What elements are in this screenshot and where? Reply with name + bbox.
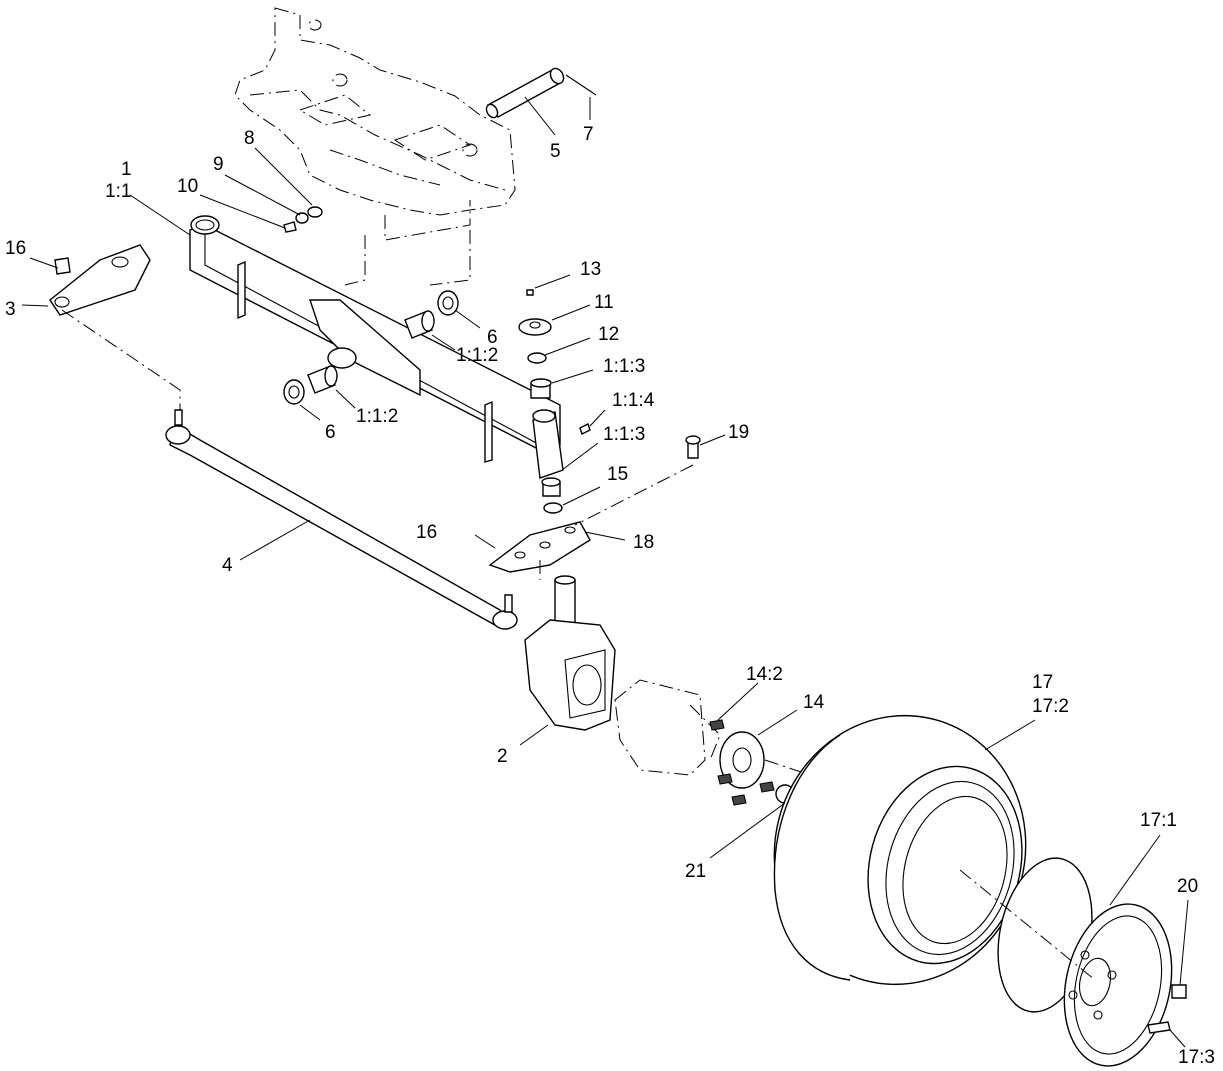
callout-9: 9	[213, 154, 224, 175]
callout-1-1-4: 1:1:4	[612, 390, 655, 411]
tire	[773, 714, 1027, 986]
callout-1: 1	[121, 159, 132, 180]
callout-20: 20	[1177, 876, 1198, 897]
callout-3: 3	[5, 299, 16, 320]
frame-ghost	[234, 7, 516, 286]
callout-1-1-3b: 1:1:3	[603, 424, 645, 445]
callout-4: 4	[222, 555, 233, 576]
leader-lines	[21, 96, 1189, 1048]
callout-17-1: 17:1	[1140, 810, 1177, 831]
callout-17-2: 17:2	[1032, 696, 1069, 717]
callout-13: 13	[580, 259, 601, 280]
callout-8: 8	[244, 128, 255, 149]
front-axle	[189, 215, 564, 479]
callout-16a: 16	[5, 238, 26, 259]
callout-16b: 16	[416, 522, 437, 543]
pivot-pin	[485, 67, 597, 119]
bushings	[283, 290, 459, 405]
callout-15: 15	[607, 464, 628, 485]
callout-1-1-3a: 1:1:3	[603, 356, 645, 377]
callout-21: 21	[685, 861, 706, 882]
callout-17: 17	[1032, 672, 1053, 693]
callout-12: 12	[598, 324, 619, 345]
callout-1-1: 1:1	[105, 181, 131, 202]
callout-17-3: 17:3	[1178, 1047, 1215, 1068]
spindle	[524, 560, 616, 731]
callout-1-1-2b: 1:1:2	[356, 406, 398, 427]
callout-6b: 6	[325, 422, 336, 443]
pitman-arm	[49, 244, 181, 410]
callout-6a: 6	[487, 327, 498, 348]
tie-rod	[165, 409, 518, 630]
callout-5: 5	[550, 141, 561, 162]
small-hardware-top	[283, 206, 323, 233]
steering-arm	[488, 435, 701, 573]
rim	[959, 857, 1187, 1067]
callout-18: 18	[633, 532, 654, 553]
callout-2: 2	[497, 746, 508, 767]
callout-14: 14	[803, 692, 825, 713]
spindle-stack	[518, 289, 591, 514]
callout-10: 10	[177, 176, 198, 197]
wheel-hub	[709, 719, 811, 806]
callout-labels: 1 1:1 8 9 10 5 7 16 3 6 1:1:2 1:1:2 6 13…	[5, 124, 1215, 1068]
wheel-motor-ghost	[614, 679, 721, 776]
callout-19: 19	[728, 422, 749, 443]
callout-11: 11	[594, 292, 614, 313]
callout-1-1-2a: 1:1:2	[456, 345, 498, 366]
callout-7: 7	[583, 124, 594, 145]
callout-14-2: 14:2	[746, 664, 783, 685]
